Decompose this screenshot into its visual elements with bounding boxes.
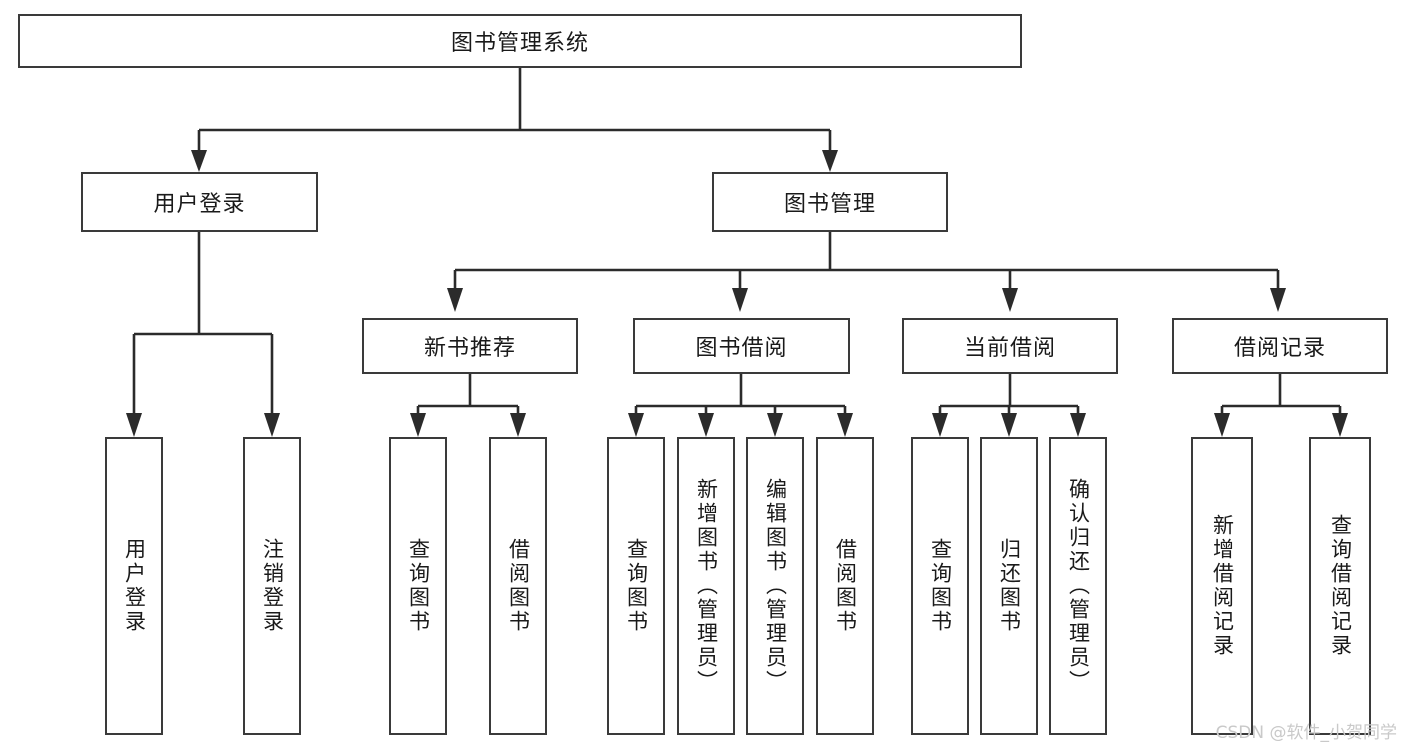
node-book-management[interactable]: 图书管理 — [712, 172, 948, 232]
node-label: 新增图书（管理员） — [694, 478, 719, 694]
node-label: 图书管理 — [783, 192, 876, 217]
arrow-user-login-leaf-1 — [126, 413, 142, 437]
watermark: CSDN @软件_小贺同学 — [1215, 723, 1397, 743]
node-label: 用户登录 — [153, 192, 246, 217]
node-label: 编辑图书（管理员） — [763, 478, 788, 694]
node-root-system[interactable]: 图书管理系统 — [18, 14, 1022, 68]
node-label: 查询图书 — [624, 538, 649, 634]
leaf-book-borrow-edit-book[interactable]: 编辑图书（管理员） — [746, 437, 804, 735]
leaf-book-borrow-borrow-book[interactable]: 借阅图书 — [816, 437, 874, 735]
node-label: 归还图书 — [997, 538, 1022, 634]
arrow-book-borrow-leaf-1 — [628, 413, 644, 437]
leaf-new-book-borrow-book[interactable]: 借阅图书 — [489, 437, 547, 735]
node-new-book-recommend[interactable]: 新书推荐 — [362, 318, 578, 374]
arrow-borrow-record-leaf-1 — [1214, 413, 1230, 437]
arrow-new-book-leaf-2 — [510, 413, 526, 437]
node-label: 图书管理系统 — [450, 31, 589, 56]
node-borrow-record[interactable]: 借阅记录 — [1172, 318, 1388, 374]
arrow-current-borrow-leaf-1 — [932, 413, 948, 437]
arrow-book-borrow-leaf-4 — [837, 413, 853, 437]
arrow-to-book-borrow — [732, 288, 748, 312]
arrow-new-book-leaf-1 — [410, 413, 426, 437]
arrow-book-borrow-leaf-3 — [767, 413, 783, 437]
arrow-borrow-record-leaf-2 — [1332, 413, 1348, 437]
leaf-book-borrow-add-book[interactable]: 新增图书（管理员） — [677, 437, 735, 735]
leaf-current-borrow-return-book[interactable]: 归还图书 — [980, 437, 1038, 735]
arrow-current-borrow-leaf-2 — [1001, 413, 1017, 437]
node-label: 确认归还（管理员） — [1066, 478, 1091, 694]
node-book-borrow[interactable]: 图书借阅 — [633, 318, 850, 374]
arrow-to-current-borrow — [1002, 288, 1018, 312]
node-label: 图书借阅 — [695, 336, 788, 361]
leaf-current-borrow-confirm-return[interactable]: 确认归还（管理员） — [1049, 437, 1107, 735]
arrow-to-book-manage — [822, 150, 838, 172]
node-label: 借阅图书 — [506, 538, 531, 634]
arrow-to-new-book — [447, 288, 463, 312]
node-label: 查询图书 — [928, 538, 953, 634]
node-label: 查询借阅记录 — [1328, 514, 1353, 658]
arrow-book-borrow-leaf-2 — [698, 413, 714, 437]
leaf-book-borrow-query-book[interactable]: 查询图书 — [607, 437, 665, 735]
node-user-login[interactable]: 用户登录 — [81, 172, 318, 232]
leaf-borrow-record-add-record[interactable]: 新增借阅记录 — [1191, 437, 1253, 735]
leaf-borrow-record-query-record[interactable]: 查询借阅记录 — [1309, 437, 1371, 735]
node-current-borrow[interactable]: 当前借阅 — [902, 318, 1118, 374]
arrow-current-borrow-leaf-3 — [1070, 413, 1086, 437]
arrow-user-login-leaf-2 — [264, 413, 280, 437]
node-label: 用户登录 — [122, 538, 147, 634]
node-label: 借阅图书 — [833, 538, 858, 634]
node-label: 当前借阅 — [963, 336, 1056, 361]
node-label: 借阅记录 — [1233, 336, 1326, 361]
node-label: 新书推荐 — [423, 336, 516, 361]
node-label: 注销登录 — [260, 538, 285, 634]
leaf-user-login-logout[interactable]: 注销登录 — [243, 437, 301, 735]
leaf-new-book-query-book[interactable]: 查询图书 — [389, 437, 447, 735]
node-label: 新增借阅记录 — [1210, 514, 1235, 658]
arrow-to-borrow-record — [1270, 288, 1286, 312]
leaf-current-borrow-query-book[interactable]: 查询图书 — [911, 437, 969, 735]
leaf-user-login-login[interactable]: 用户登录 — [105, 437, 163, 735]
arrow-to-user-login — [191, 150, 207, 172]
node-label: 查询图书 — [406, 538, 431, 634]
